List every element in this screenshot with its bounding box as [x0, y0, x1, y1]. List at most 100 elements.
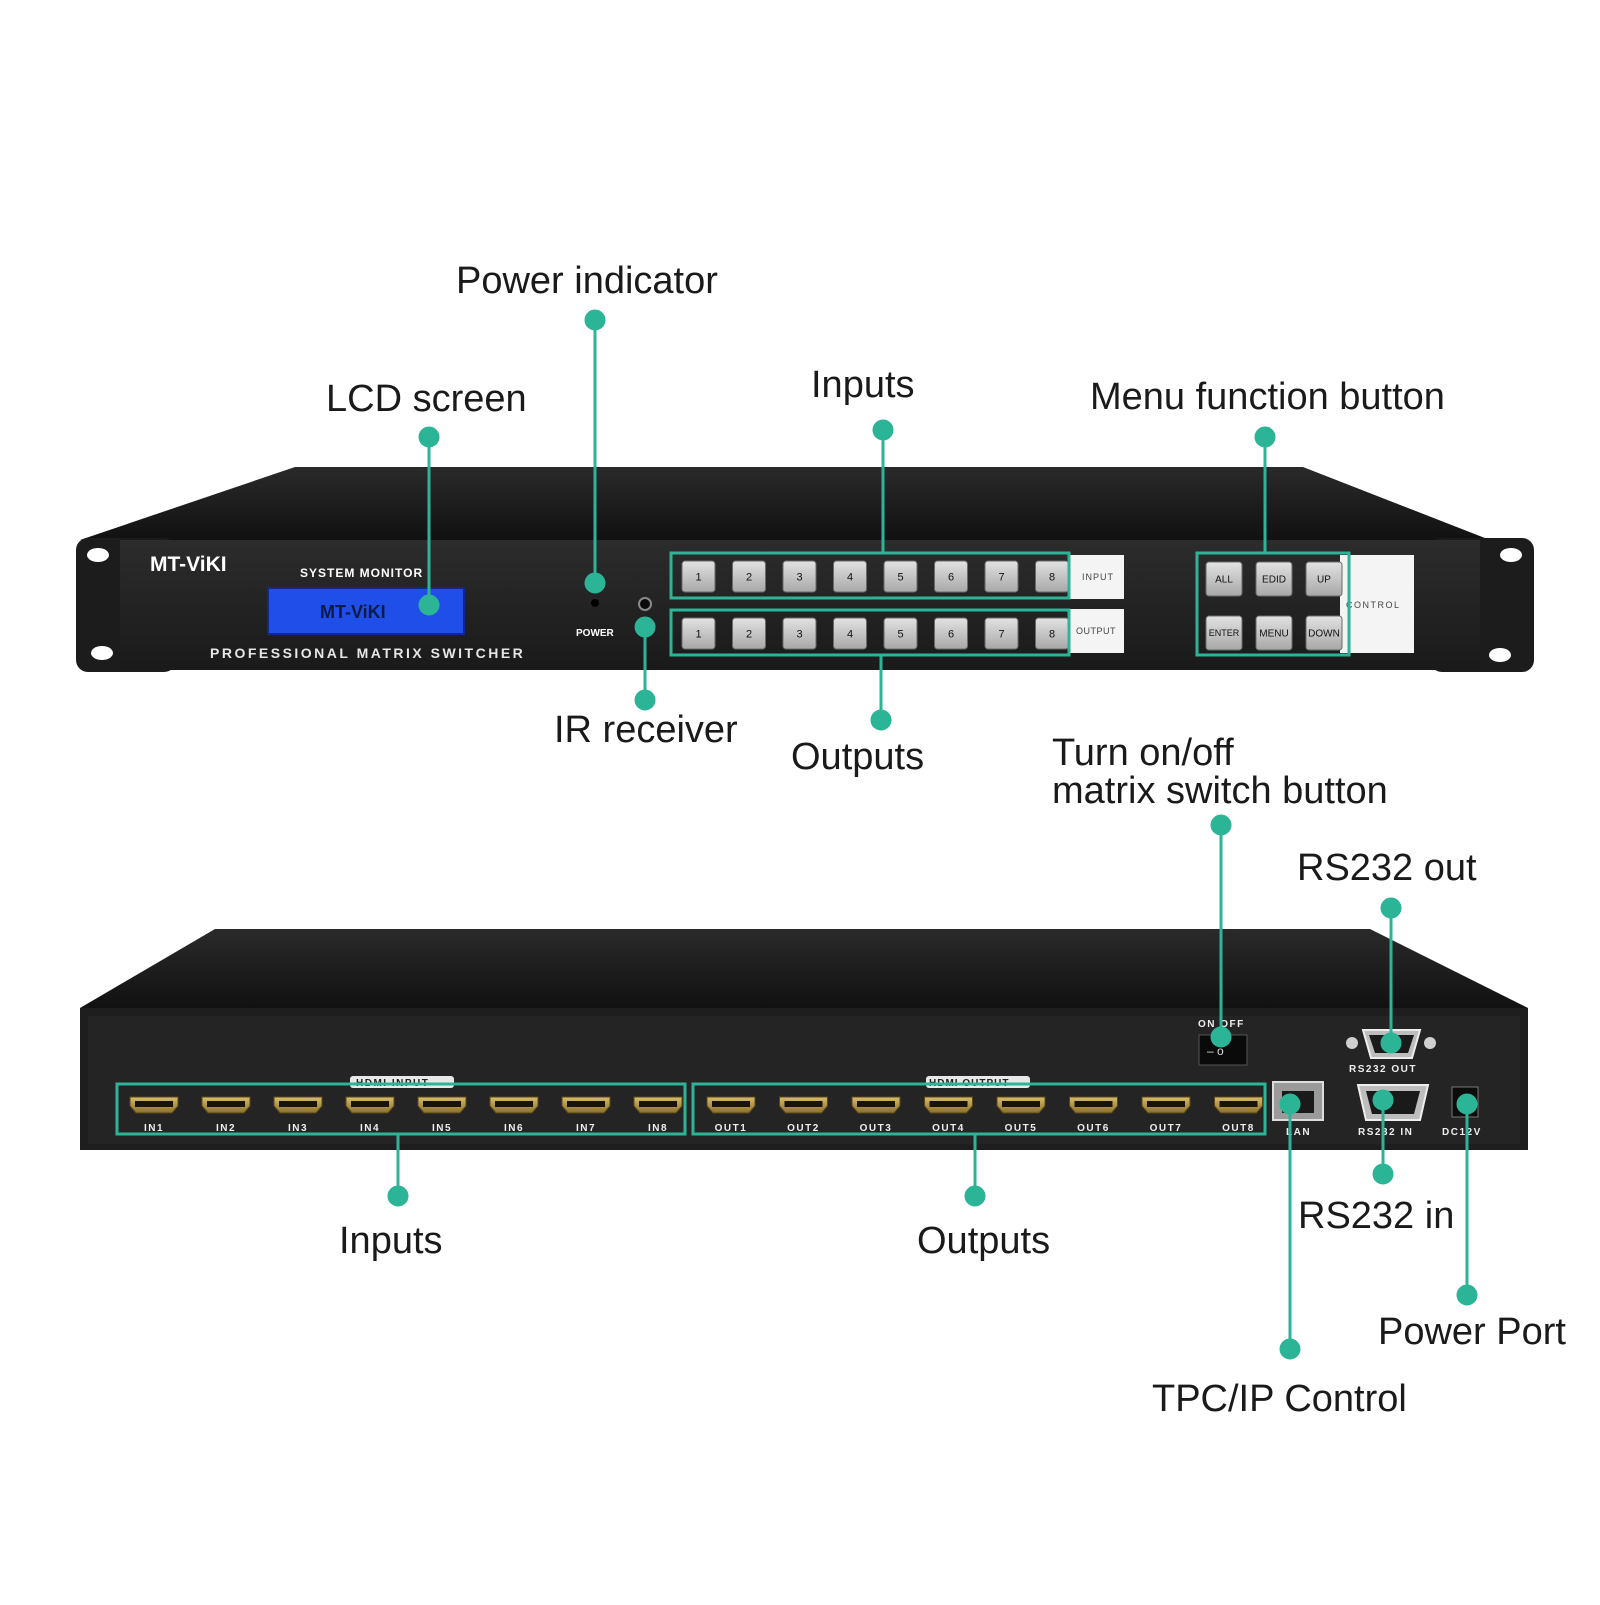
leader-dot	[1210, 1026, 1232, 1048]
input-key-1: 1	[681, 560, 716, 593]
rs232-out-label: RS232 OUT	[1349, 1064, 1417, 1075]
output-key-3-cap	[782, 617, 817, 650]
hdmi-out-port-2-label: OUT2	[787, 1123, 820, 1134]
leader-dot	[872, 419, 894, 441]
hdmi-out-port-2: OUT2	[779, 1096, 828, 1134]
menu-key-up-label: UP	[1317, 575, 1331, 586]
output-key-4: 4	[833, 617, 867, 650]
hdmi-in-port-6: IN6	[489, 1096, 539, 1134]
power-led	[591, 599, 599, 607]
callout-inputs-front: Inputs	[811, 364, 915, 406]
hdmi-in-port-3-slot	[279, 1101, 317, 1107]
output-key-1: 1	[681, 617, 716, 650]
input-key-3-label: 3	[796, 571, 802, 583]
lcd-text: MT-ViKI	[320, 602, 386, 622]
input-key-2-cap	[732, 560, 766, 593]
hdmi-in-port-8-slot	[639, 1101, 677, 1107]
leader-dot	[1380, 1032, 1402, 1054]
leader-dot	[1380, 897, 1402, 919]
input-key-4-label: 4	[847, 571, 853, 583]
menu-key-down-cap	[1305, 615, 1343, 651]
hdmi-in-port-4-label: IN4	[360, 1123, 380, 1134]
leader-dot	[634, 689, 656, 711]
hdmi-out-port-3-slot	[857, 1101, 895, 1107]
rear-top-surface	[80, 929, 1528, 1008]
rack-hole	[1500, 548, 1522, 562]
hdmi-in-port-1-label: IN1	[144, 1123, 164, 1134]
menu-key-menu: MENU	[1255, 615, 1293, 651]
hdmi-in-port-5: IN5	[417, 1096, 467, 1134]
control-tab-label: CONTROL	[1346, 600, 1401, 610]
system-monitor-label: SYSTEM MONITOR	[300, 566, 423, 580]
highlight-rear-inputs	[115, 1082, 687, 1136]
hdmi-out-port-6-label: OUT6	[1077, 1123, 1110, 1134]
hdmi-in-port-7-label: IN7	[576, 1123, 596, 1134]
callout-lcd-screen: LCD screen	[326, 378, 527, 420]
input-key-3: 3	[782, 560, 817, 593]
callout-power-indicator: Power indicator	[456, 260, 718, 302]
output-key-7: 7	[984, 617, 1019, 650]
input-key-6-cap	[934, 560, 968, 593]
power-label: POWER	[576, 628, 615, 639]
leader-dot	[584, 572, 606, 594]
input-key-3-cap	[782, 560, 817, 593]
hdmi-out-port-7-slot	[1147, 1101, 1185, 1107]
output-key-3: 3	[782, 617, 817, 650]
hdmi-in-port-1-slot	[135, 1101, 173, 1107]
callout-power-port: Power Port	[1378, 1311, 1566, 1353]
callout-turn-onoff-line2: matrix switch button	[1052, 770, 1388, 812]
menu-key-down: DOWN	[1305, 615, 1343, 651]
front-unit: MT-ViKI SYSTEM MONITOR MT-ViKI PROFESSIO…	[76, 467, 1534, 672]
highlight-input-keys	[669, 551, 1071, 600]
hdmi-in-port-5-slot	[423, 1101, 461, 1107]
output-key-8-label: 8	[1049, 628, 1055, 640]
input-key-2: 2	[732, 560, 766, 593]
hdmi-out-port-1-label: OUT1	[715, 1123, 748, 1134]
input-tab	[1069, 555, 1124, 599]
hdmi-out-port-6-slot	[1074, 1101, 1113, 1107]
output-key-4-label: 4	[847, 628, 853, 640]
callout-turn-onoff-line1: Turn on/off	[1052, 732, 1234, 774]
hdmi-in-port-1: IN1	[129, 1096, 179, 1134]
hdmi-out-port-7: OUT7	[1141, 1096, 1191, 1134]
hdmi-out-port-8-label: OUT8	[1222, 1123, 1255, 1134]
rack-hole	[91, 646, 113, 660]
callout-rs232-in: RS232 in	[1298, 1195, 1455, 1237]
hdmi-in-port-3-label: IN3	[288, 1123, 308, 1134]
menu-key-enter: ENTER	[1205, 615, 1243, 651]
input-key-2-label: 2	[746, 571, 752, 583]
output-key-5: 5	[883, 617, 918, 650]
input-key-5: 5	[883, 560, 918, 593]
hdmi-in-port-6-label: IN6	[504, 1123, 524, 1134]
input-tab-label: INPUT	[1082, 572, 1114, 582]
product-line-label: PROFESSIONAL MATRIX SWITCHER	[210, 645, 525, 661]
rs232-in-label: RS232 IN	[1358, 1127, 1413, 1138]
highlight-menu-keys	[1195, 551, 1351, 657]
output-key-6-label: 6	[948, 628, 954, 640]
lan-label: LAN	[1286, 1127, 1311, 1138]
callout-menu-function: Menu function button	[1090, 376, 1445, 418]
input-key-7-cap	[984, 560, 1019, 593]
hdmi-in-port-2: IN2	[201, 1096, 251, 1134]
input-key-8: 8	[1035, 560, 1069, 593]
input-key-4-cap	[833, 560, 867, 593]
dc-label: DC12V	[1442, 1127, 1482, 1138]
leader-dot	[1279, 1338, 1301, 1360]
hdmi-out-port-4-slot	[929, 1101, 968, 1107]
output-key-2-label: 2	[746, 628, 752, 640]
hdmi-out-port-8-slot	[1219, 1101, 1258, 1107]
hdmi-out-port-3: OUT3	[851, 1096, 901, 1134]
menu-key-enter-cap	[1205, 615, 1243, 651]
leader-dot	[418, 426, 440, 448]
output-key-1-cap	[681, 617, 716, 650]
hdmi-out-port-1-slot	[712, 1101, 750, 1107]
callout-leaders	[387, 309, 1478, 1360]
leader-dot	[1279, 1093, 1301, 1115]
leader-dot	[1372, 1163, 1394, 1185]
leader-dot	[387, 1185, 409, 1207]
